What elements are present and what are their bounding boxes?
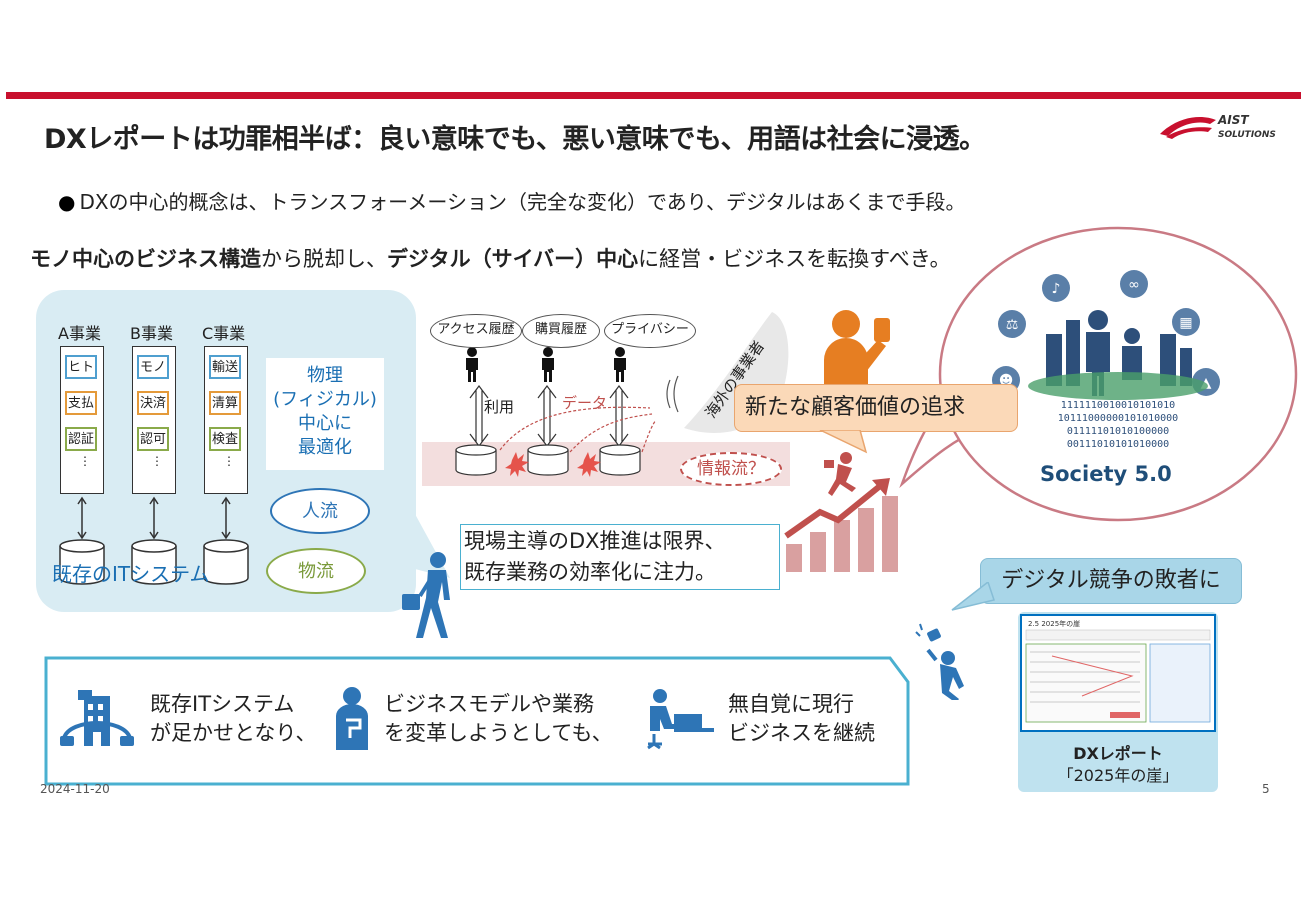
- physical-line-4: 最適化: [298, 437, 352, 458]
- callout-line-1: 現場主導のDX推進は限界、: [464, 529, 726, 553]
- business-column-a: ヒト 支払 認証 ⋮: [60, 346, 104, 494]
- bubble-access-history: アクセス履歴: [430, 314, 522, 348]
- column-header-a: A事業: [58, 324, 101, 343]
- businessman-walking-icon: [402, 552, 450, 638]
- svg-text:1111110010010101010: 1111110010010101010: [1061, 400, 1175, 411]
- dx-report-thumbnail: 2.5 2025年の崖: [1020, 614, 1216, 732]
- new-customer-value-box: 新たな顧客価値の追求: [734, 384, 1018, 432]
- aist-solutions-logo: AIST SOLUTIONS: [1158, 110, 1280, 142]
- cell-yuso: 輸送: [209, 355, 241, 379]
- usage-label: 利用: [484, 398, 515, 416]
- column-header-b: B事業: [130, 324, 173, 343]
- cell-ninsho: 認証: [65, 427, 97, 451]
- building-chained-icon: [60, 690, 134, 746]
- lead-sentence: モノ中心のビジネス構造から脱却し、デジタル（サイバー）中心に経営・ビジネスを転換…: [30, 243, 951, 273]
- goods-flow-pill: 物流: [266, 548, 366, 594]
- cell-kensa: 検査: [209, 427, 241, 451]
- smartphone-user-icon: [824, 310, 890, 390]
- bubble-privacy: プライバシー: [604, 314, 696, 348]
- footer-date: 2024-11-20: [40, 782, 110, 796]
- bottom-text-3: 無自覚に現行 ビジネスを継続: [728, 690, 875, 748]
- bullet-text: DXの中心的概念は、トランスフォーメーション（完全な変化）であり、デジタルはあく…: [79, 190, 966, 214]
- value-box-tail: [819, 430, 868, 454]
- growth-chart-icon: [784, 452, 898, 572]
- column-ellipsis: ⋮: [79, 454, 91, 468]
- desk-worker-icon: [647, 689, 714, 750]
- cell-shiharai: 支払: [65, 391, 97, 415]
- column-ellipsis: ⋮: [151, 454, 163, 468]
- svg-text:10111000000101010000: 10111000000101010000: [1058, 413, 1178, 424]
- dx-report-title: DXレポート: [1073, 744, 1163, 763]
- bottom-banner: [44, 656, 910, 786]
- cell-kessai: 決済: [137, 391, 169, 415]
- business-column-b: モノ 決済 認可 ⋮: [132, 346, 176, 494]
- page-title: DXレポートは功罪相半ば：良い意味でも、悪い意味でも、用語は社会に浸透。: [44, 124, 986, 155]
- svg-text:▦: ▦: [1179, 315, 1192, 331]
- column-header-c: C事業: [202, 324, 246, 343]
- lead-normal-1: から脱却し、: [261, 247, 387, 271]
- lead-bold-2: デジタル（サイバー）中心: [387, 247, 639, 271]
- panel-pointer: [380, 450, 450, 578]
- society-5-label: Society 5.0: [1040, 462, 1172, 486]
- legacy-systems-graphic: [59, 496, 249, 585]
- dx-report-subtitle: 「2025年の崖」: [1057, 766, 1179, 785]
- svg-text:AIST: AIST: [1217, 113, 1249, 127]
- svg-text:▲: ▲: [1201, 375, 1212, 391]
- field-led-dx-callout: 現場主導のDX推進は限界、 既存業務の効率化に注力。: [460, 524, 780, 590]
- bottom-text-2-line2: を変革しようとしても、: [384, 721, 613, 745]
- business-column-c: 輸送 清算 検査 ⋮: [204, 346, 248, 494]
- physical-optimization-box: 物理 (フィジカル) 中心に 最適化: [266, 358, 384, 470]
- information-flow-label: 情報流？: [680, 452, 782, 486]
- legacy-it-label: 既存のITシステム: [52, 562, 210, 586]
- bottom-text-2: ビジネスモデルや業務 を変革しようとしても、: [384, 690, 613, 748]
- header-rule: [6, 92, 1301, 99]
- svg-text:⚖: ⚖: [1006, 317, 1019, 333]
- page-number: 5: [1262, 782, 1270, 796]
- lead-normal-2: に経営・ビジネスを転換すべき。: [638, 247, 951, 271]
- svg-text:01111101010100000: 01111101010100000: [1067, 426, 1169, 437]
- bullet-point: ●DXの中心的概念は、トランスフォーメーション（完全な変化）であり、デジタルはあ…: [58, 186, 966, 215]
- thinking-person-icon: [336, 687, 368, 750]
- data-label: データ: [562, 394, 608, 412]
- people-flow-pill: 人流: [270, 488, 370, 534]
- bullet-marker: ●: [58, 190, 76, 214]
- svg-text:2.5 2025年の崖: 2.5 2025年の崖: [1028, 619, 1080, 628]
- bottom-text-2-line1: ビジネスモデルや業務: [384, 692, 594, 716]
- column-ellipsis: ⋮: [223, 454, 235, 468]
- physical-line-1: 物理: [307, 365, 343, 386]
- bottom-text-1: 既存ITシステム が足かせとなり、: [150, 690, 317, 748]
- svg-text:SOLUTIONS: SOLUTIONS: [1218, 130, 1276, 140]
- bottom-text-3-line1: 無自覚に現行: [728, 692, 854, 716]
- physical-line-2: (フィジカル): [273, 389, 377, 410]
- lead-bold-1: モノ中心のビジネス構造: [30, 247, 261, 271]
- svg-text:∞: ∞: [1128, 277, 1140, 293]
- cell-ninka: 認可: [137, 427, 169, 451]
- cell-hito: ヒト: [65, 355, 97, 379]
- bottom-text-1-line1: 既存ITシステム: [150, 692, 295, 716]
- falling-person-icon: [915, 623, 964, 700]
- physical-line-3: 中心に: [298, 413, 352, 434]
- bottom-text-1-line2: が足かせとなり、: [150, 721, 317, 745]
- loser-box-tail: [951, 582, 995, 611]
- report-page-image: 2.5 2025年の崖: [1025, 619, 1211, 723]
- svg-text:♪: ♪: [1052, 281, 1061, 297]
- digital-loser-box: デジタル競争の敗者に: [980, 558, 1242, 604]
- cell-seisan: 清算: [209, 391, 241, 415]
- bubble-purchase-history: 購買履歴: [522, 314, 600, 348]
- svg-text:00111010101010000: 00111010101010000: [1067, 439, 1169, 450]
- callout-line-2: 既存業務の効率化に注力。: [464, 560, 716, 584]
- bottom-text-3-line2: ビジネスを継続: [728, 721, 875, 745]
- cell-mono: モノ: [137, 355, 169, 379]
